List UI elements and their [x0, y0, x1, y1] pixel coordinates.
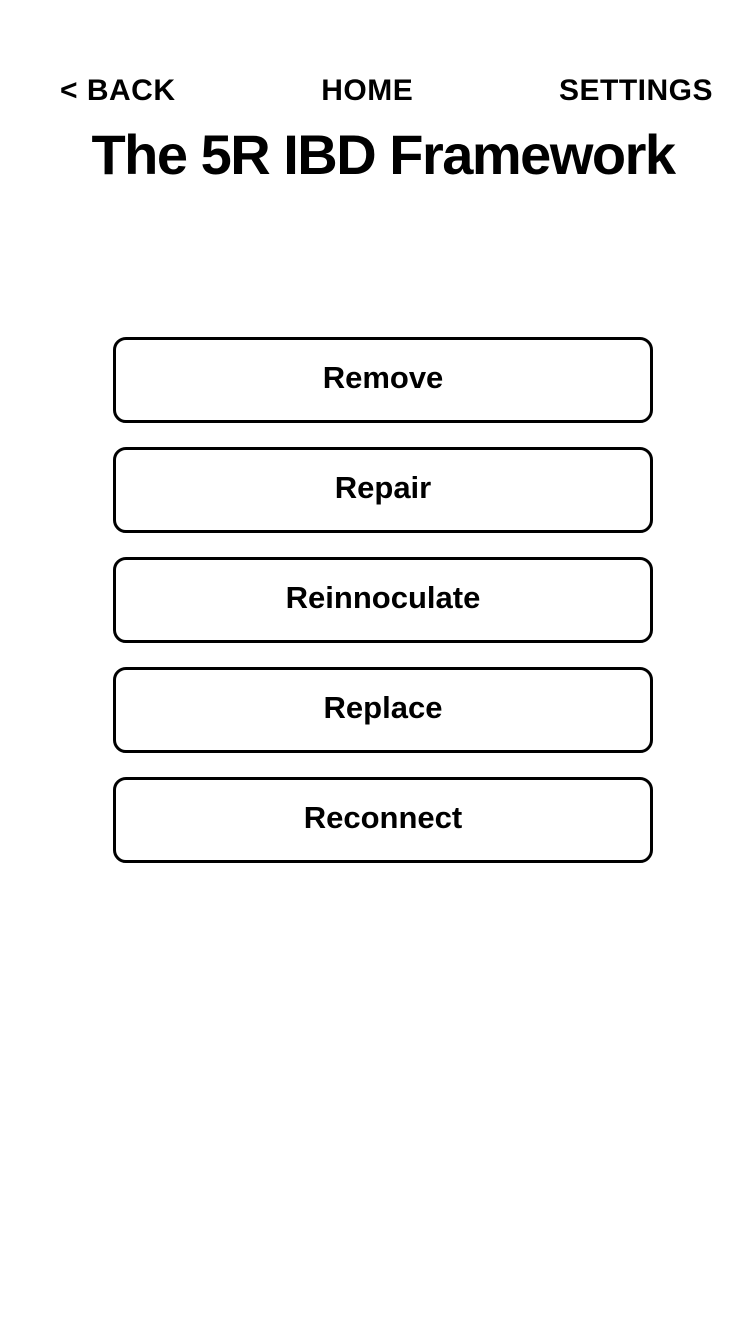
framework-button-repair[interactable]: Repair — [113, 447, 653, 533]
top-navbar: < BACK HOME SETTINGS — [0, 76, 750, 106]
settings-button[interactable]: SETTINGS — [558, 74, 713, 107]
page-title: The 5R IBD Framework — [91, 123, 676, 186]
framework-button-replace[interactable]: Replace — [113, 667, 653, 753]
back-button[interactable]: < BACK — [60, 74, 176, 107]
framework-button-remove[interactable]: Remove — [113, 337, 653, 423]
framework-button-reconnect[interactable]: Reconnect — [113, 777, 653, 863]
home-button[interactable]: HOME — [321, 74, 414, 107]
framework-button-reinnoculate[interactable]: Reinnoculate — [113, 557, 653, 643]
